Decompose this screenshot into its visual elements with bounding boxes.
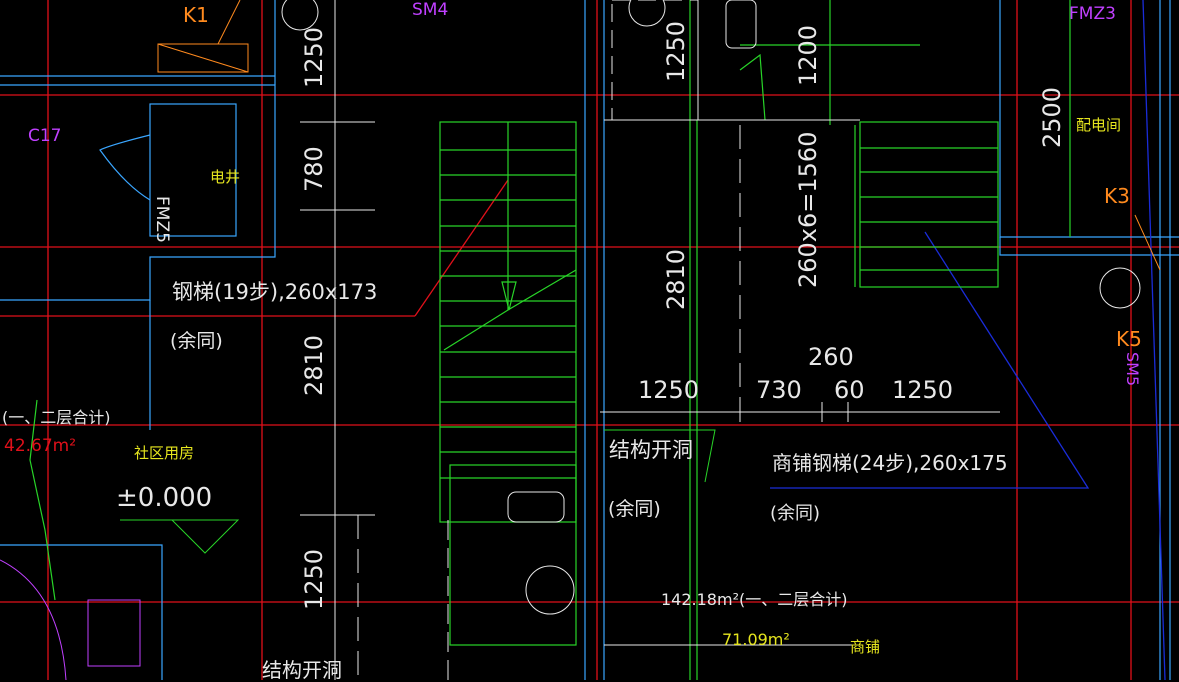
dim-v1250-mid: 1250	[662, 20, 690, 82]
note-struct-opening-2: 结构开洞	[262, 658, 342, 682]
dim-h1250-b: 1250	[892, 376, 954, 404]
tag-k3: K3	[1104, 184, 1130, 208]
dim-v1250-top: 1250	[300, 26, 328, 88]
dim-h260: 260	[808, 343, 854, 371]
dim-v780: 780	[300, 146, 328, 192]
dim-v260x6: 260x6=1560	[794, 131, 822, 288]
tag-k5: K5	[1116, 327, 1142, 351]
fixture-top-b	[628, 0, 666, 27]
fixture-k5	[1099, 267, 1141, 309]
note-same-1: (余同)	[170, 330, 223, 352]
area-right: 71.09m²	[722, 630, 790, 649]
area-right-total: 142.18m²(一、二层合计)	[661, 590, 848, 609]
note-steel-stair: 钢梯(19步),260x173	[172, 280, 378, 304]
dim-v1200: 1200	[794, 24, 822, 86]
fixture-top-a	[725, 0, 757, 49]
fixture-bottom	[525, 565, 575, 615]
area-left-total: (一、二层合计)	[2, 408, 111, 427]
markers	[120, 429, 716, 554]
green-zigzag	[739, 53, 766, 121]
tag-fmz5: FMZ5	[152, 196, 172, 243]
room-shequ: 社区用房	[134, 444, 195, 462]
dimension-lines	[281, 0, 1141, 680]
stair-arrow-head	[501, 281, 517, 311]
fixture-k1	[281, 0, 319, 31]
tag-sm4: SM4	[412, 0, 449, 20]
stair-right-outline	[859, 121, 999, 288]
k1-leader	[217, 0, 241, 45]
tag-k1: K1	[183, 3, 209, 27]
wall-left-room	[0, 84, 276, 301]
dim-v2810-mid: 2810	[662, 248, 690, 310]
dim-v2810-left: 2810	[300, 334, 328, 396]
wall-shaft	[149, 103, 237, 237]
dim-h730: 730	[756, 376, 802, 404]
tag-fmz3: FMZ3	[1069, 4, 1116, 24]
wall-right-room2	[999, 237, 1179, 256]
blue-triangle	[770, 231, 1090, 489]
stairs	[29, 0, 1071, 680]
note-same-3: (余同)	[770, 503, 821, 524]
k3-leader	[1134, 214, 1161, 271]
dim-v2500: 2500	[1038, 86, 1066, 148]
elevation-zero: ±0.000	[116, 483, 213, 513]
dim-v1250-bottom: 1250	[300, 548, 328, 610]
stair-arrow-line	[443, 269, 577, 351]
tag-sm5: SM5	[1123, 352, 1142, 387]
note-struct-opening-1: 结构开洞	[609, 438, 693, 462]
blue-v	[1142, 0, 1166, 680]
room-shangpu: 商铺	[850, 638, 881, 656]
arc-magenta	[0, 559, 67, 680]
dim-h1250-a: 1250	[638, 376, 700, 404]
k1-diag	[157, 43, 249, 73]
blue-lines	[770, 0, 1166, 680]
note-shop-stair: 商铺钢梯(24步),260x175	[772, 451, 1008, 475]
note-same-2: (余同)	[608, 498, 661, 520]
dim-h60: 60	[834, 376, 865, 404]
door-swing	[99, 134, 151, 201]
door-green-left	[29, 399, 56, 601]
area-left: 42.67m²	[4, 436, 77, 456]
opening-leader	[604, 429, 716, 483]
k1-box	[157, 43, 249, 73]
toilet-bottom	[449, 464, 577, 646]
elev-marker	[120, 519, 240, 554]
room-dianjing: 电井	[210, 168, 241, 186]
tag-c17: C17	[28, 126, 62, 146]
leader-stair-diag	[414, 179, 509, 317]
wall-lower-left	[0, 544, 163, 680]
room-peidianjian: 配电间	[1076, 116, 1122, 134]
sink-magenta	[87, 599, 141, 667]
fixture-tub	[507, 491, 565, 523]
